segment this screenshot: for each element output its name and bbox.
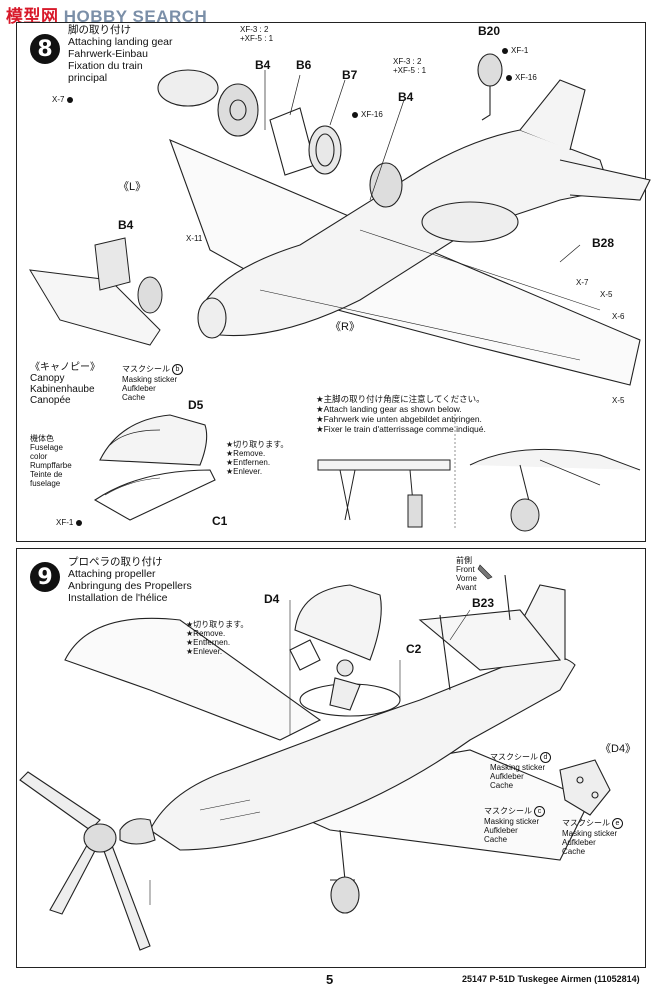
right-side-mark: 《R》 xyxy=(330,321,360,333)
color-x5-b: X-5 xyxy=(612,396,625,405)
canopy-remove-note: ★切り取ります。 ★Remove. ★Entfernen. ★Enlever. xyxy=(226,440,289,476)
watermark-en: HOBBY SEARCH xyxy=(63,7,208,26)
color-x7-a: X-7 xyxy=(52,95,76,104)
landing-gear-angle-note: ★主脚の取り付け角度に注意してください。 ★Attach landing gea… xyxy=(316,394,486,434)
part-b6: B6 xyxy=(296,58,312,72)
paint-dot-icon xyxy=(352,111,358,118)
watermark-cn: 模型网 xyxy=(6,7,59,26)
step8-title: 脚の取り付け Attaching landing gear Fahrwerk-E… xyxy=(68,24,173,84)
color-x11: X-11 xyxy=(186,234,203,243)
part-b4-c: B4 xyxy=(118,218,134,232)
footer-product: 25147 P-51D Tuskegee Airmen (11052814) xyxy=(462,974,640,984)
step9-title-fr: Installation de l'hélice xyxy=(68,592,168,604)
step8-title-en: Attaching landing gear xyxy=(68,36,173,48)
color-xf16-a: XF-16 xyxy=(352,110,383,119)
color-x6: X-6 xyxy=(612,312,625,321)
part-d4: D4 xyxy=(264,592,280,606)
paint-dot-icon xyxy=(66,96,73,103)
left-side-mark: 《L》 xyxy=(118,181,147,193)
canopy-title: 《キャノピー》 Canopy Kabinenhaube Canopée xyxy=(30,362,100,406)
part-b23: B23 xyxy=(472,596,495,610)
color-xf16-b: XF-16 xyxy=(506,73,537,82)
page-number: 5 xyxy=(326,972,334,987)
step8-number: 8 xyxy=(30,34,60,64)
color-x7-b: X-7 xyxy=(576,278,589,287)
paint-dot-icon xyxy=(502,47,508,54)
part-d5: D5 xyxy=(188,398,204,412)
step9-title-jp: プロペラの取り付け xyxy=(68,556,163,568)
paint-dot-icon xyxy=(75,519,82,526)
watermark: 模型网 HOBBY SEARCH xyxy=(6,2,207,27)
paint-dot-icon xyxy=(506,74,512,81)
fuselage-color: 機体色 Fuselage color Rumpffarbe Teinte de … xyxy=(30,434,72,488)
part-b7: B7 xyxy=(342,68,358,82)
color-xf1: XF-1 xyxy=(502,46,528,55)
part-b20: B20 xyxy=(478,24,501,38)
canopy-color-xf1: XF-1 xyxy=(56,518,85,527)
paint-mix-2: XF-3 : 2 +XF-5 : 1 xyxy=(393,57,427,75)
step9-title-de: Anbringung des Propellers xyxy=(68,580,192,592)
step8-title-jp: 脚の取り付け xyxy=(68,24,131,36)
paint-mix-1: XF-3 : 2 +XF-5 : 1 xyxy=(240,25,274,43)
d4-detail-mark: 《D4》 xyxy=(600,743,637,755)
step9-title: プロペラの取り付け Attaching propeller Anbringung… xyxy=(68,556,192,604)
part-b28: B28 xyxy=(592,236,615,250)
step9-number: 9 xyxy=(30,562,60,592)
footer-title: P-51D Tuskegee Airmen (11052814) xyxy=(489,974,640,984)
footer-code: 25147 xyxy=(462,974,488,984)
step9-title-en: Attaching propeller xyxy=(68,568,156,580)
front-direction-label: 前側 Front Vorne Avant xyxy=(456,556,477,592)
part-c1: C1 xyxy=(212,514,228,528)
part-b4-b: B4 xyxy=(398,90,414,104)
step9-remove-note: ★切り取ります。 ★Remove. ★Entfernen. ★Enlever. xyxy=(186,620,249,656)
step8-title-fr1: Fixation du train xyxy=(68,60,143,72)
part-c2: C2 xyxy=(406,642,422,656)
step8-title-fr2: principal xyxy=(68,72,108,84)
step8-title-de: Fahrwerk-Einbau xyxy=(68,48,148,60)
color-x5: X-5 xyxy=(600,290,613,299)
part-b4-a: B4 xyxy=(255,58,271,72)
